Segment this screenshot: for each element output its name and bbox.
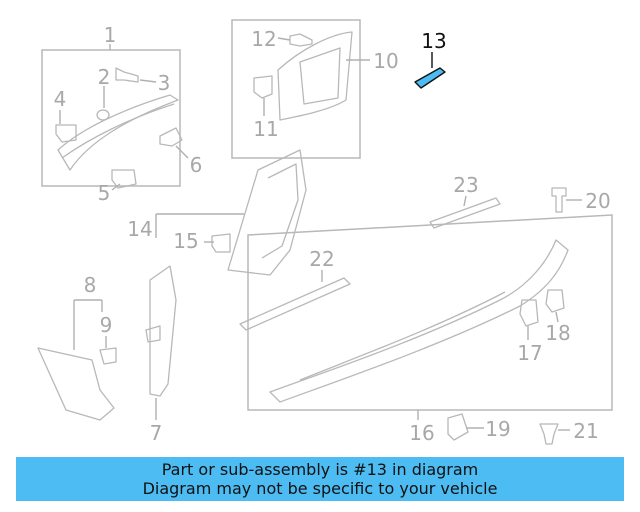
- part-14-pillar: [227, 149, 307, 276]
- label-part-17: 17: [517, 341, 542, 365]
- leader-18: [555, 311, 559, 323]
- part-6-cover: [159, 127, 183, 147]
- part-9-clip: [99, 347, 117, 365]
- part-21-pin: [539, 423, 559, 445]
- group-box-1: [41, 49, 181, 187]
- label-part-21: 21: [573, 419, 598, 443]
- leader-lines: [59, 37, 582, 431]
- part-3-screw: [115, 67, 139, 83]
- label-part-10: 10: [373, 49, 398, 73]
- label-part-4: 4: [54, 87, 67, 111]
- part-8-panel: [37, 347, 115, 421]
- part-20-screw: [551, 187, 567, 213]
- part-12-screw: [289, 33, 313, 47]
- part-23-strip: [429, 197, 501, 229]
- part-19-clip: [447, 413, 469, 441]
- leader-23: [463, 195, 467, 207]
- leader-12: [277, 37, 291, 41]
- group-box-16: [247, 214, 613, 411]
- info-banner: Part or sub-assembly is #13 in diagram D…: [16, 457, 624, 501]
- part-10-pillar: [277, 31, 353, 121]
- part-18-clip: [545, 289, 565, 313]
- part-17-clip: [519, 299, 539, 327]
- part-14-inner: [261, 163, 299, 259]
- label-part-16: 16: [409, 421, 434, 445]
- part-16-edge: [299, 291, 506, 381]
- leader-3: [139, 79, 157, 83]
- part-4-clip: [55, 124, 77, 143]
- part-16-sill: [269, 239, 569, 403]
- label-part-6: 6: [190, 153, 203, 177]
- label-part-13: 13: [421, 29, 446, 53]
- label-part-20: 20: [585, 189, 610, 213]
- label-part-3: 3: [158, 71, 171, 95]
- label-part-23: 23: [453, 173, 478, 197]
- banner-line-2: Diagram may not be specific to your vehi…: [142, 479, 498, 498]
- label-part-19: 19: [485, 417, 510, 441]
- label-part-2: 2: [98, 65, 111, 89]
- part-2-clip: [96, 109, 110, 121]
- group-box-10: [231, 19, 361, 159]
- label-part-8: 8: [84, 273, 97, 297]
- banner-line-1: Part or sub-assembly is #13 in diagram: [161, 460, 479, 479]
- label-part-9: 9: [100, 313, 113, 337]
- leader-5: [111, 183, 121, 191]
- label-part-1: 1: [104, 23, 117, 47]
- label-part-11: 11: [253, 117, 278, 141]
- part-7-pillar: [149, 265, 177, 397]
- part-1-trim: [57, 94, 179, 171]
- label-part-18: 18: [545, 321, 570, 345]
- part-7-tab: [145, 325, 161, 343]
- part-5-clip: [111, 169, 137, 189]
- label-part-22: 22: [309, 247, 334, 271]
- part-22-strip: [239, 277, 351, 331]
- part-11-clip: [253, 75, 273, 99]
- part-15-clip: [211, 233, 231, 253]
- label-part-12: 12: [251, 27, 276, 51]
- part-13-highlighted: [414, 67, 446, 89]
- leader-6: [175, 145, 189, 159]
- label-part-7: 7: [150, 421, 163, 445]
- label-part-14: 14: [127, 217, 152, 241]
- part-10-inner: [299, 47, 341, 105]
- part-1-edge: [61, 103, 175, 159]
- label-part-15: 15: [173, 229, 198, 253]
- label-part-5: 5: [98, 181, 111, 205]
